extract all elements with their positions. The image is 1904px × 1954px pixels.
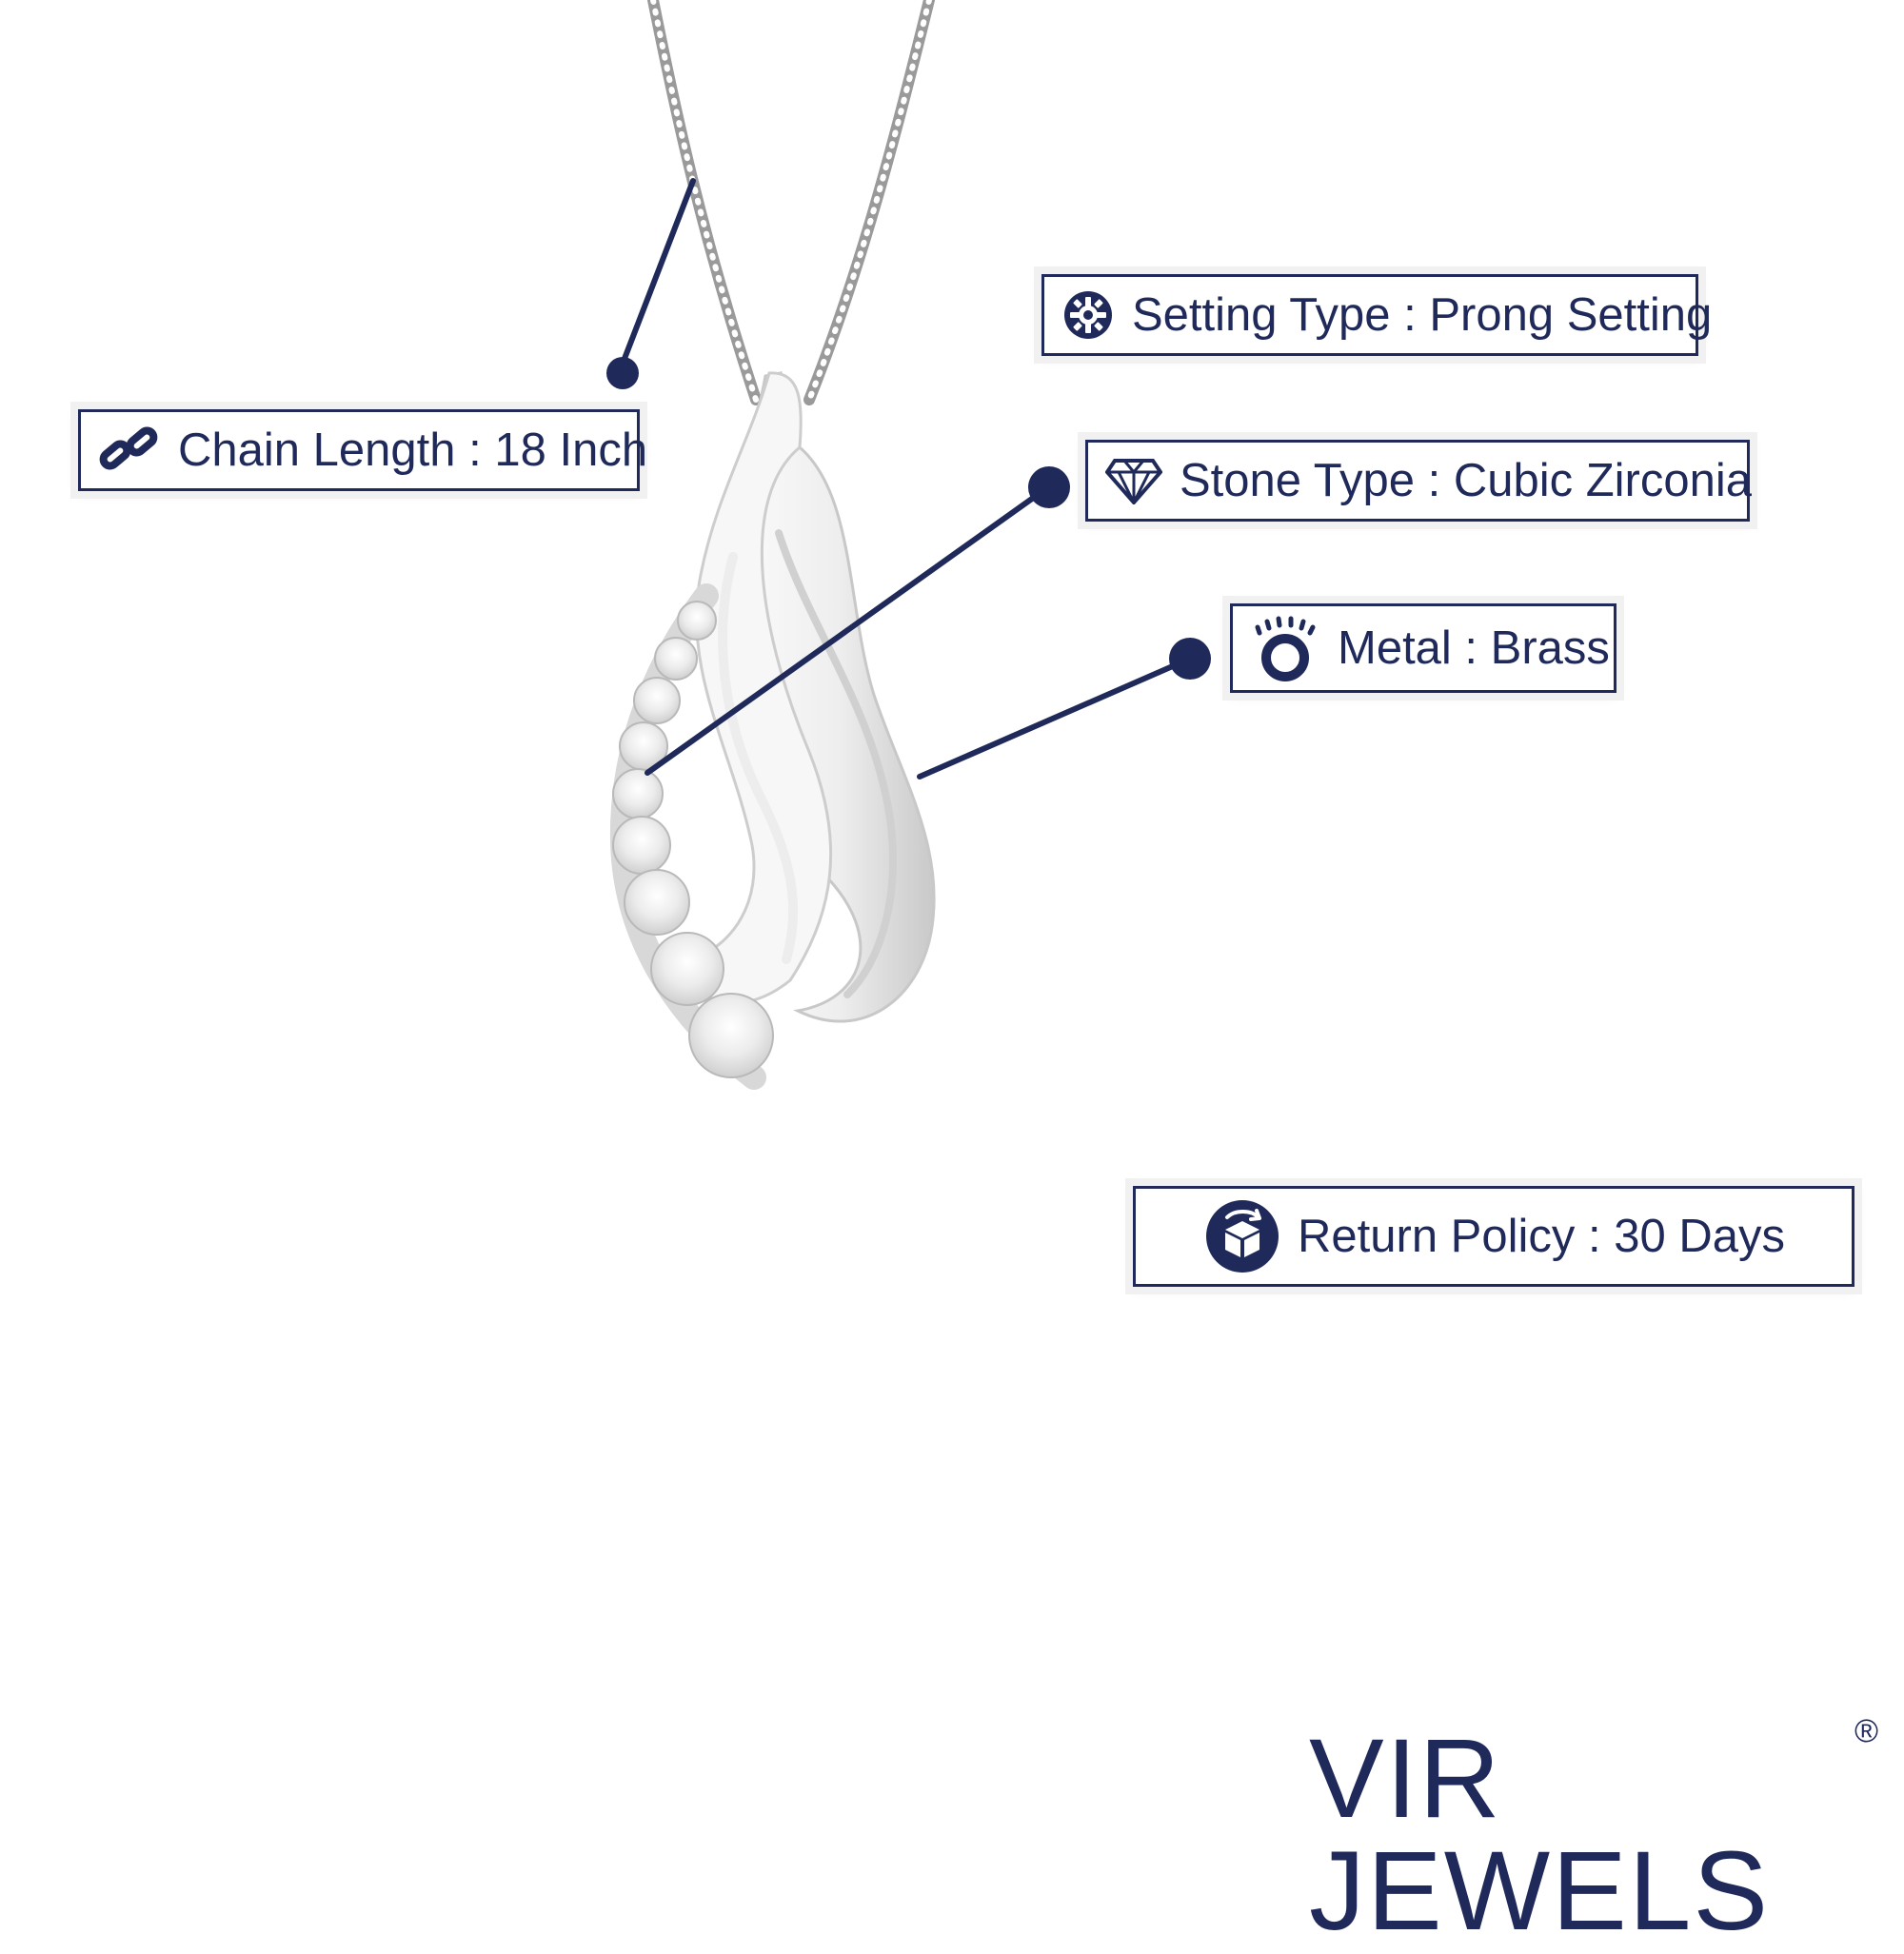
stone-type-callout: Stone Type : Cubic Zirconia (1085, 440, 1753, 522)
metal-callout: Metal : Brass (1230, 603, 1616, 693)
chain-length-callout: Chain Length : 18 Inch (78, 409, 647, 491)
pendant-body (685, 371, 936, 1023)
registered-mark: ® (1854, 1713, 1880, 1749)
return-policy-callout: Return Policy : 30 Days (1133, 1186, 1854, 1287)
brand-logo-text: VIR JEWELS (1309, 1716, 1771, 1954)
pendant-necklace-image (606, 0, 1211, 1090)
diamond-icon (1105, 457, 1162, 504)
ring-icon (1250, 614, 1320, 682)
brand-logo: VIR JEWELS ® (1309, 1715, 1880, 1947)
setting-type-callout: Setting Type : Prong Setting (1041, 274, 1712, 356)
return-box-icon (1204, 1198, 1280, 1274)
gear-icon (1061, 288, 1115, 342)
box-chain (647, 0, 935, 405)
callout-lines (606, 178, 1211, 780)
stone-type-label: Stone Type : Cubic Zirconia (1180, 454, 1753, 506)
metal-label: Metal : Brass (1338, 622, 1610, 674)
stone-row (609, 583, 774, 1090)
return-policy-label: Return Policy : 30 Days (1298, 1210, 1785, 1262)
chain-link-icon (98, 422, 161, 479)
chain-length-label: Chain Length : 18 Inch (178, 424, 648, 476)
setting-type-label: Setting Type : Prong Setting (1132, 288, 1713, 341)
